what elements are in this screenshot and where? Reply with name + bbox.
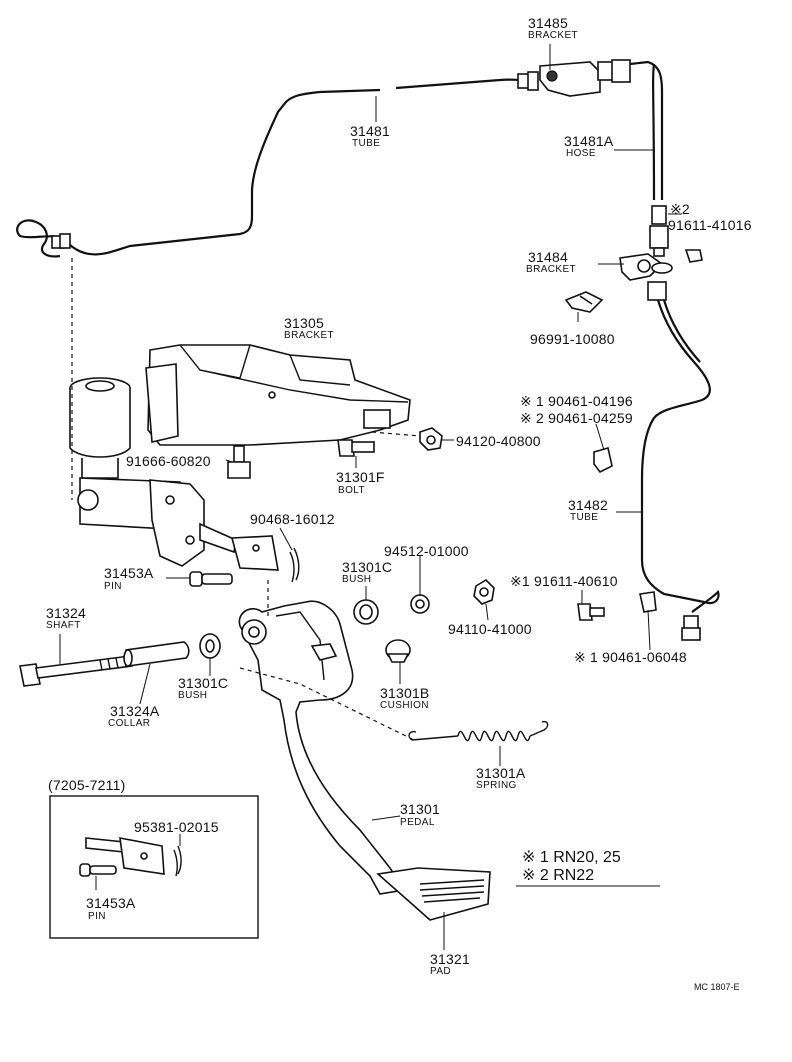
label-94110-41000: 94110-41000 xyxy=(448,621,532,637)
label-31301a-name: SPRING xyxy=(476,780,517,791)
bush-31301c-low-drawing xyxy=(199,633,221,659)
tube-31481-drawing xyxy=(16,71,539,258)
label-31301c-top: 31301C xyxy=(342,559,393,575)
shaft-31324-drawing xyxy=(19,655,133,687)
label-31301b-name: CUSHION xyxy=(380,700,429,711)
label-31301c-low-name: BUSH xyxy=(178,690,208,701)
pin-31453a-drawing xyxy=(189,571,233,587)
nut-94110-drawing xyxy=(473,578,495,605)
label-31305-name: BRACKET xyxy=(284,330,335,341)
label-90461-04259: ※ 2 90461-04259 xyxy=(520,410,633,426)
drawing-code: MC 1807-E xyxy=(694,982,740,992)
spring-31301a-drawing xyxy=(408,720,549,742)
label-31324a-name: COLLAR xyxy=(108,718,151,729)
label-91611-41016: 91611-41016 xyxy=(668,217,752,233)
label-31301a: 31301A xyxy=(476,765,526,781)
legend-note-1: ※ 1 RN20, 25 xyxy=(522,849,621,866)
tube-31482-drawing xyxy=(640,299,720,641)
label-31305: 31305 xyxy=(284,315,324,331)
label-31485: 31485 xyxy=(528,15,568,31)
bracket-31484-drawing xyxy=(619,253,673,281)
cushion-31301b-drawing xyxy=(385,639,411,663)
clamp-90461-drawing xyxy=(593,446,657,613)
label-90461-06048: ※ 1 90461-06048 xyxy=(574,649,687,665)
bolt-91611-40610-drawing xyxy=(577,603,605,621)
inset-box-7205-7211 xyxy=(49,795,259,939)
label-31321-name: PAD xyxy=(430,966,452,977)
label-31482: 31482 xyxy=(568,497,608,513)
pedal-31301-drawing xyxy=(238,600,406,895)
label-94512-01000: 94512-01000 xyxy=(384,543,469,559)
label-31321: 31321 xyxy=(430,951,470,967)
clip-96991-drawing xyxy=(564,291,604,313)
washer-94512-drawing xyxy=(410,594,430,614)
label-31324a: 31324A xyxy=(110,703,160,719)
label-31453a-inset-name: PIN xyxy=(88,911,106,922)
collar-31324a-drawing xyxy=(123,641,190,667)
label-31453a-inset: 31453A xyxy=(86,895,136,911)
pad-31321-drawing xyxy=(376,867,491,921)
cotter-pin-90468-drawing xyxy=(289,547,300,583)
label-31301-name: PEDAL xyxy=(400,817,435,828)
label-31481a: 31481A xyxy=(564,133,614,149)
nut-94120-drawing xyxy=(419,427,443,451)
label-31484-name: BRACKET xyxy=(526,264,577,275)
label-91666-60820: 91666-60820 xyxy=(126,453,211,469)
label-31301c-low: 31301C xyxy=(178,675,229,691)
legend-note-2: ※ 2 RN22 xyxy=(522,867,595,884)
label-90468-16012: 90468-16012 xyxy=(250,511,335,527)
label-31481: 31481 xyxy=(350,123,390,139)
label-inset-range: (7205-7211) xyxy=(48,777,126,793)
hose-fittings-drawing xyxy=(647,205,703,301)
label-31301: 31301 xyxy=(400,801,440,817)
bush-31301c-top-drawing xyxy=(353,599,379,625)
label-95381-02015: 95381-02015 xyxy=(134,819,219,835)
label-mark-2: ※2 xyxy=(670,201,690,217)
label-31453a-top: 31453A xyxy=(104,565,154,581)
alignment-lines xyxy=(71,258,421,741)
bracket-31485-drawing xyxy=(539,59,664,201)
label-31301f-name: BOLT xyxy=(338,485,365,496)
label-31301b: 31301B xyxy=(380,685,430,701)
label-31484: 31484 xyxy=(528,249,568,265)
label-31453a-top-name: PIN xyxy=(104,581,122,592)
label-94120-40800: 94120-40800 xyxy=(456,433,541,449)
label-31481a-name: HOSE xyxy=(566,148,596,159)
label-31482-name: TUBE xyxy=(570,512,599,523)
label-31485-name: BRACKET xyxy=(528,30,579,41)
bolt-91666-drawing xyxy=(227,445,251,479)
label-91611-40610: ※1 91611-40610 xyxy=(510,573,618,589)
label-31301f: 31301F xyxy=(336,469,385,485)
label-96991-10080: 96991-10080 xyxy=(530,331,615,347)
label-31481-name: TUBE xyxy=(352,138,381,149)
label-31324-name: SHAFT xyxy=(46,620,81,631)
bracket-31305-drawing xyxy=(145,344,411,446)
label-31324: 31324 xyxy=(46,605,86,621)
label-90461-04196: ※ 1 90461-04196 xyxy=(520,393,633,409)
bolt-31301f-drawing xyxy=(337,439,375,457)
leader-lines xyxy=(59,44,654,950)
label-31301c-top-name: BUSH xyxy=(342,574,372,585)
master-cylinder-drawing xyxy=(69,377,279,571)
